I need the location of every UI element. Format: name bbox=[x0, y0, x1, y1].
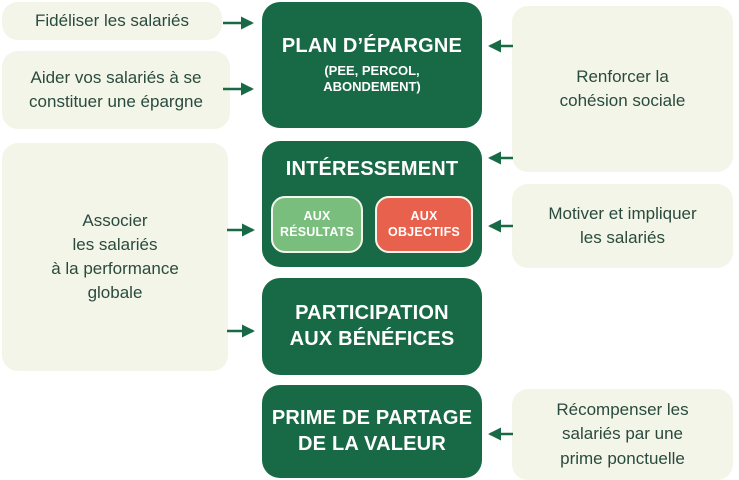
interessement-title: INTÉRESSEMENT bbox=[285, 158, 459, 180]
interessement-variants: AUX RÉSULTATS AUX OBJECTIFS bbox=[271, 195, 473, 253]
aux-resultats-label: AUX RÉSULTATS bbox=[279, 208, 355, 240]
note-recompenser-prime: Récompenser les salariés par une prime p… bbox=[512, 389, 733, 480]
prime-partage-title: PRIME DE PARTAGE DE LA VALEUR bbox=[271, 406, 473, 455]
note-fideliser-label: Fidéliser les salariés bbox=[35, 10, 189, 30]
plan-epargne-subtitle: (PEE, PERCOL, ABONDEMENT) bbox=[323, 63, 421, 95]
plan-epargne-title: PLAN D’ÉPARGNE bbox=[281, 35, 463, 58]
participation-title: PARTICIPATION AUX BÉNÉFICES bbox=[289, 301, 455, 350]
interessement-box: INTÉRESSEMENT AUX RÉSULTATS AUX OBJECTIF… bbox=[262, 141, 482, 267]
aux-objectifs-label: AUX OBJECTIFS bbox=[388, 208, 460, 240]
aux-resultats-box: AUX RÉSULTATS bbox=[271, 195, 363, 253]
note-fideliser: Fidéliser les salariés bbox=[2, 2, 222, 40]
plan-epargne-box: PLAN D’ÉPARGNE (PEE, PERCOL, ABONDEMENT) bbox=[262, 2, 482, 128]
note-renforcer-cohesion-label: Renforcer la cohésion sociale bbox=[559, 66, 686, 110]
note-aider-epargne-label: Aider vos salariés à se constituer une é… bbox=[29, 67, 203, 111]
note-recompenser-prime-label: Récompenser les salariés par une prime p… bbox=[556, 400, 689, 468]
note-renforcer-cohesion: Renforcer la cohésion sociale bbox=[512, 6, 733, 172]
note-associer-performance-label: Associer les salariés à la performance g… bbox=[51, 210, 179, 303]
note-aider-epargne: Aider vos salariés à se constituer une é… bbox=[2, 51, 230, 129]
prime-partage-box: PRIME DE PARTAGE DE LA VALEUR bbox=[262, 385, 482, 478]
note-motiver-impliquer-label: Motiver et impliquer les salariés bbox=[548, 203, 697, 247]
note-motiver-impliquer: Motiver et impliquer les salariés bbox=[512, 184, 733, 268]
aux-objectifs-box: AUX OBJECTIFS bbox=[375, 195, 473, 253]
note-associer-performance: Associer les salariés à la performance g… bbox=[2, 143, 228, 371]
participation-box: PARTICIPATION AUX BÉNÉFICES bbox=[262, 278, 482, 375]
